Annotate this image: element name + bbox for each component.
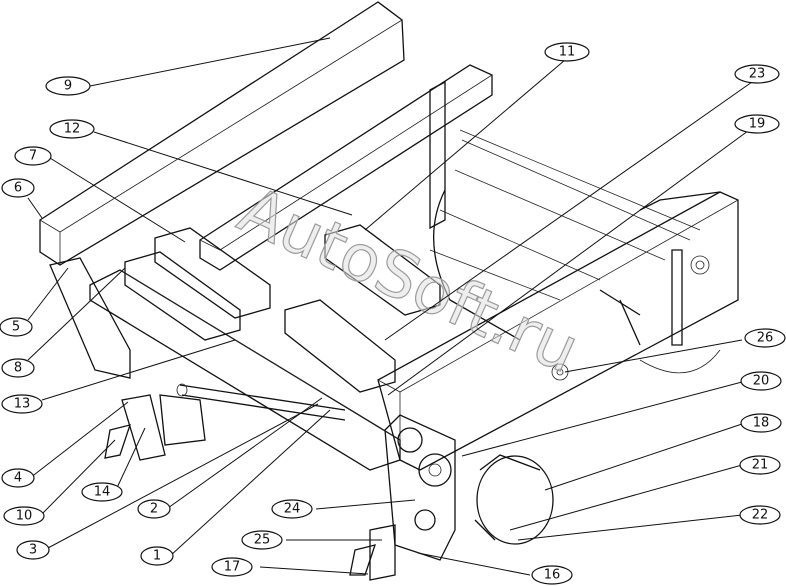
leader-12: [93, 131, 353, 216]
svg-text:24: 24: [284, 502, 301, 517]
leader-9: [89, 37, 331, 87]
svg-text:1: 1: [153, 549, 161, 564]
right-rod: [599, 249, 721, 374]
svg-text:21: 21: [752, 458, 769, 473]
callout-26: 26: [744, 328, 786, 348]
callout-7: 7: [14, 146, 52, 166]
leader-21: [509, 464, 743, 531]
svg-text:23: 23: [749, 67, 766, 82]
leader-11: [364, 59, 566, 231]
callout-2: 2: [137, 499, 171, 519]
leader-1: [169, 409, 331, 557]
callout-1: 1: [140, 546, 174, 566]
leader-22: [517, 514, 743, 541]
svg-text:2: 2: [150, 502, 158, 517]
top-panel: [39, 1, 405, 266]
svg-text:4: 4: [14, 471, 22, 486]
leader-23: [384, 81, 753, 341]
svg-text:26: 26: [757, 331, 774, 346]
callout-22: 22: [739, 505, 781, 525]
callout-10: 10: [3, 506, 45, 526]
svg-text:13: 13: [14, 397, 31, 412]
leader-19: [387, 127, 753, 396]
callout-8: 8: [1, 358, 35, 378]
callout-6: 6: [1, 178, 35, 198]
callout-11: 11: [544, 42, 590, 62]
svg-text:10: 10: [16, 509, 33, 524]
leader-3: [47, 403, 319, 549]
svg-text:20: 20: [753, 374, 770, 389]
leader-4: [29, 401, 129, 479]
leader-8: [27, 267, 126, 361]
callout-17: 17: [211, 557, 253, 577]
leader-20: [461, 381, 743, 457]
motor-cylinder: [474, 454, 554, 545]
callout-9: 9: [45, 76, 91, 96]
svg-text:9: 9: [64, 79, 72, 94]
svg-text:3: 3: [29, 543, 37, 558]
leader-17: [259, 566, 369, 575]
frame-front-left: [49, 257, 401, 471]
leader-6: [27, 197, 43, 219]
svg-text:7: 7: [29, 149, 37, 164]
svg-text:16: 16: [544, 568, 561, 583]
leader-13: [41, 339, 236, 401]
leader-26: [564, 339, 743, 373]
callout-5: 5: [0, 317, 33, 337]
leader-7: [49, 157, 186, 243]
cross-bars: [429, 129, 701, 341]
callout-20: 20: [740, 371, 782, 391]
callout-12: 12: [49, 119, 95, 139]
svg-text:14: 14: [94, 485, 111, 500]
callout-19: 19: [734, 114, 780, 134]
callout-14: 14: [81, 482, 123, 502]
svg-text:11: 11: [559, 45, 576, 60]
leader-16: [417, 552, 531, 576]
svg-text:5: 5: [12, 320, 20, 335]
callout-18: 18: [740, 413, 782, 433]
svg-text:17: 17: [224, 560, 241, 575]
callout-4: 4: [1, 468, 35, 488]
leader-10: [39, 439, 116, 517]
svg-text:22: 22: [752, 508, 769, 523]
svg-text:12: 12: [64, 122, 81, 137]
callout-21: 21: [739, 455, 781, 475]
leader-2: [167, 397, 323, 509]
leader-5: [27, 267, 69, 321]
svg-text:8: 8: [14, 361, 22, 376]
svg-text:19: 19: [749, 117, 766, 132]
bracket-bottom: [349, 524, 396, 581]
svg-text:25: 25: [254, 533, 271, 548]
svg-text:6: 6: [14, 181, 22, 196]
bracket-left: [104, 394, 206, 461]
callout-leader-lines: [27, 37, 753, 576]
leader-14: [114, 427, 146, 493]
leader-24: [315, 499, 416, 510]
svg-text:18: 18: [753, 416, 770, 431]
callout-23: 23: [734, 64, 780, 84]
callout-16: 16: [531, 565, 573, 585]
callout-25: 25: [241, 530, 283, 550]
callout-24: 24: [271, 499, 313, 519]
callout-13: 13: [1, 394, 43, 414]
inner-panels: [124, 224, 441, 393]
callout-3: 3: [16, 540, 50, 560]
leader-18: [544, 423, 743, 491]
watermark-text: AutoSoft.ru: [228, 173, 589, 388]
